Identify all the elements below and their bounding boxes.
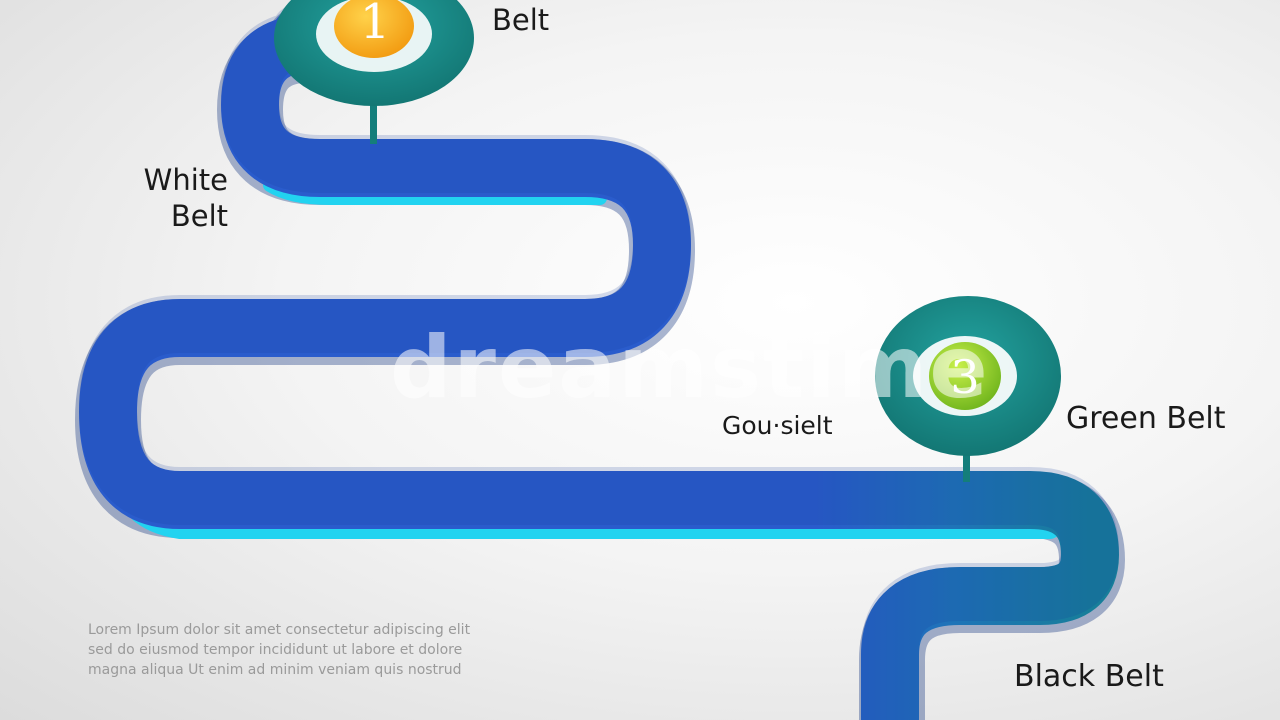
label-black-belt: Black Belt: [1014, 659, 1164, 694]
road-path: [79, 7, 1119, 720]
badge-number-3: 3: [950, 350, 980, 404]
pin-stem-3: [963, 450, 970, 482]
label-belt-top: Belt: [492, 3, 550, 37]
badge-1: [274, 0, 474, 106]
badge-number-1: 1: [359, 0, 391, 50]
road-edge: [79, 3, 1119, 720]
badge-3: [875, 296, 1061, 456]
pin-stem-1: [370, 98, 377, 144]
label-green-belt: Green Belt: [1066, 401, 1226, 436]
label-garbled-belt: Gou·sielt: [722, 411, 833, 440]
label-white-belt: White Belt: [143, 163, 228, 234]
body-text: Lorem Ipsum dolor sit amet consectetur a…: [88, 622, 471, 678]
